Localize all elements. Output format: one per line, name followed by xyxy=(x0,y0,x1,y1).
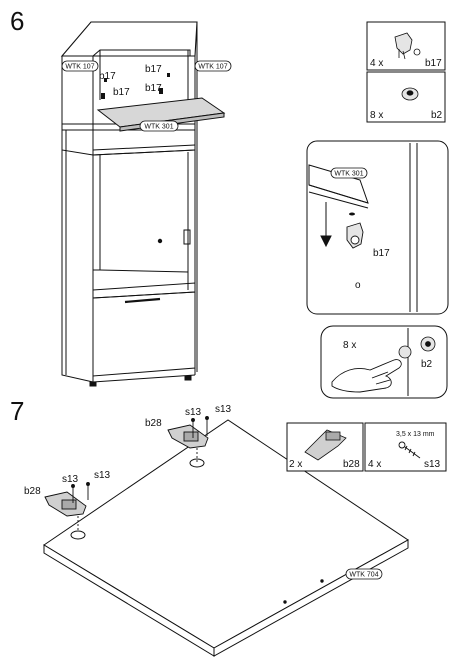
screw-icon xyxy=(398,441,421,459)
detail-box-cover-caps: 8 x b2 xyxy=(320,325,448,399)
label-b17-left-bottom: b17 xyxy=(113,87,130,98)
s13-quantity: 4 x xyxy=(368,459,381,470)
cover-cap-icon xyxy=(401,87,419,101)
hinge-left-s13-a: s13 xyxy=(62,474,79,485)
parts-box-s13: 3,5 x 13 mm 4 x s13 xyxy=(364,422,447,472)
shelf-pin-detail-icon xyxy=(346,222,364,249)
hinge-top xyxy=(167,416,209,462)
b17-code: b17 xyxy=(425,58,442,69)
label-b17-left-top: b17 xyxy=(99,71,116,82)
hinge-left-b28: b28 xyxy=(24,486,41,497)
detail-hole-mark: o xyxy=(355,280,361,291)
insert-arrow-icon xyxy=(320,202,332,248)
label-b17-center-bottom: b17 xyxy=(145,83,162,94)
shelf-pin-markers xyxy=(101,73,191,245)
tag-wtk-107-left: WTK 107 xyxy=(61,60,99,72)
hinge-top-b28: b28 xyxy=(145,418,162,429)
svg-text:WTK 704: WTK 704 xyxy=(349,572,378,579)
shelf-pin-icon xyxy=(394,32,421,60)
s13-code: s13 xyxy=(424,459,441,470)
hand-quantity: 8 x xyxy=(343,340,356,351)
b2-code: b2 xyxy=(431,110,443,121)
b2-quantity: 8 x xyxy=(370,110,383,121)
hand-icon xyxy=(331,359,402,393)
hand-code: b2 xyxy=(421,359,433,370)
step-7-number: 7 xyxy=(10,396,25,426)
label-b17-center-top: b17 xyxy=(145,64,162,75)
b28-code: b28 xyxy=(343,459,360,470)
detail-box-shelf-pin: WTK 301 b17 o xyxy=(306,140,449,315)
parts-box-b28: 2 x b28 xyxy=(286,422,364,472)
tag-wtk-107-right: WTK 107 xyxy=(194,60,232,72)
cover-cap-detail-icon xyxy=(420,336,436,352)
b28-quantity: 2 x xyxy=(289,459,302,470)
svg-text:WTK 107: WTK 107 xyxy=(198,64,227,71)
hinge-left xyxy=(44,482,90,532)
step-6-number: 6 xyxy=(10,6,25,36)
parts-box-b2: 8 x b2 xyxy=(366,71,446,123)
detail-b17-label: b17 xyxy=(373,248,390,259)
cabinet-drawing xyxy=(60,21,198,387)
svg-text:WTK 107: WTK 107 xyxy=(65,64,94,71)
tag-wtk-704: WTK 704 xyxy=(345,568,383,580)
hinge-part-icon xyxy=(304,429,347,461)
hinge-top-s13-b: s13 xyxy=(215,404,232,415)
svg-text:WTK 301: WTK 301 xyxy=(144,124,173,131)
cabinet-part-labels: b17 b17 b17 b17 xyxy=(99,64,162,98)
parts-box-b17: 4 x b17 xyxy=(366,21,446,71)
tag-wtk-301-shelf: WTK 301 xyxy=(139,120,179,132)
detail-tag-wtk-301: WTK 301 xyxy=(334,171,363,178)
hinge-left-s13-b: s13 xyxy=(94,470,111,481)
b17-quantity: 4 x xyxy=(370,58,383,69)
hinge-top-s13-a: s13 xyxy=(185,407,202,418)
s13-size: 3,5 x 13 mm xyxy=(396,431,435,438)
